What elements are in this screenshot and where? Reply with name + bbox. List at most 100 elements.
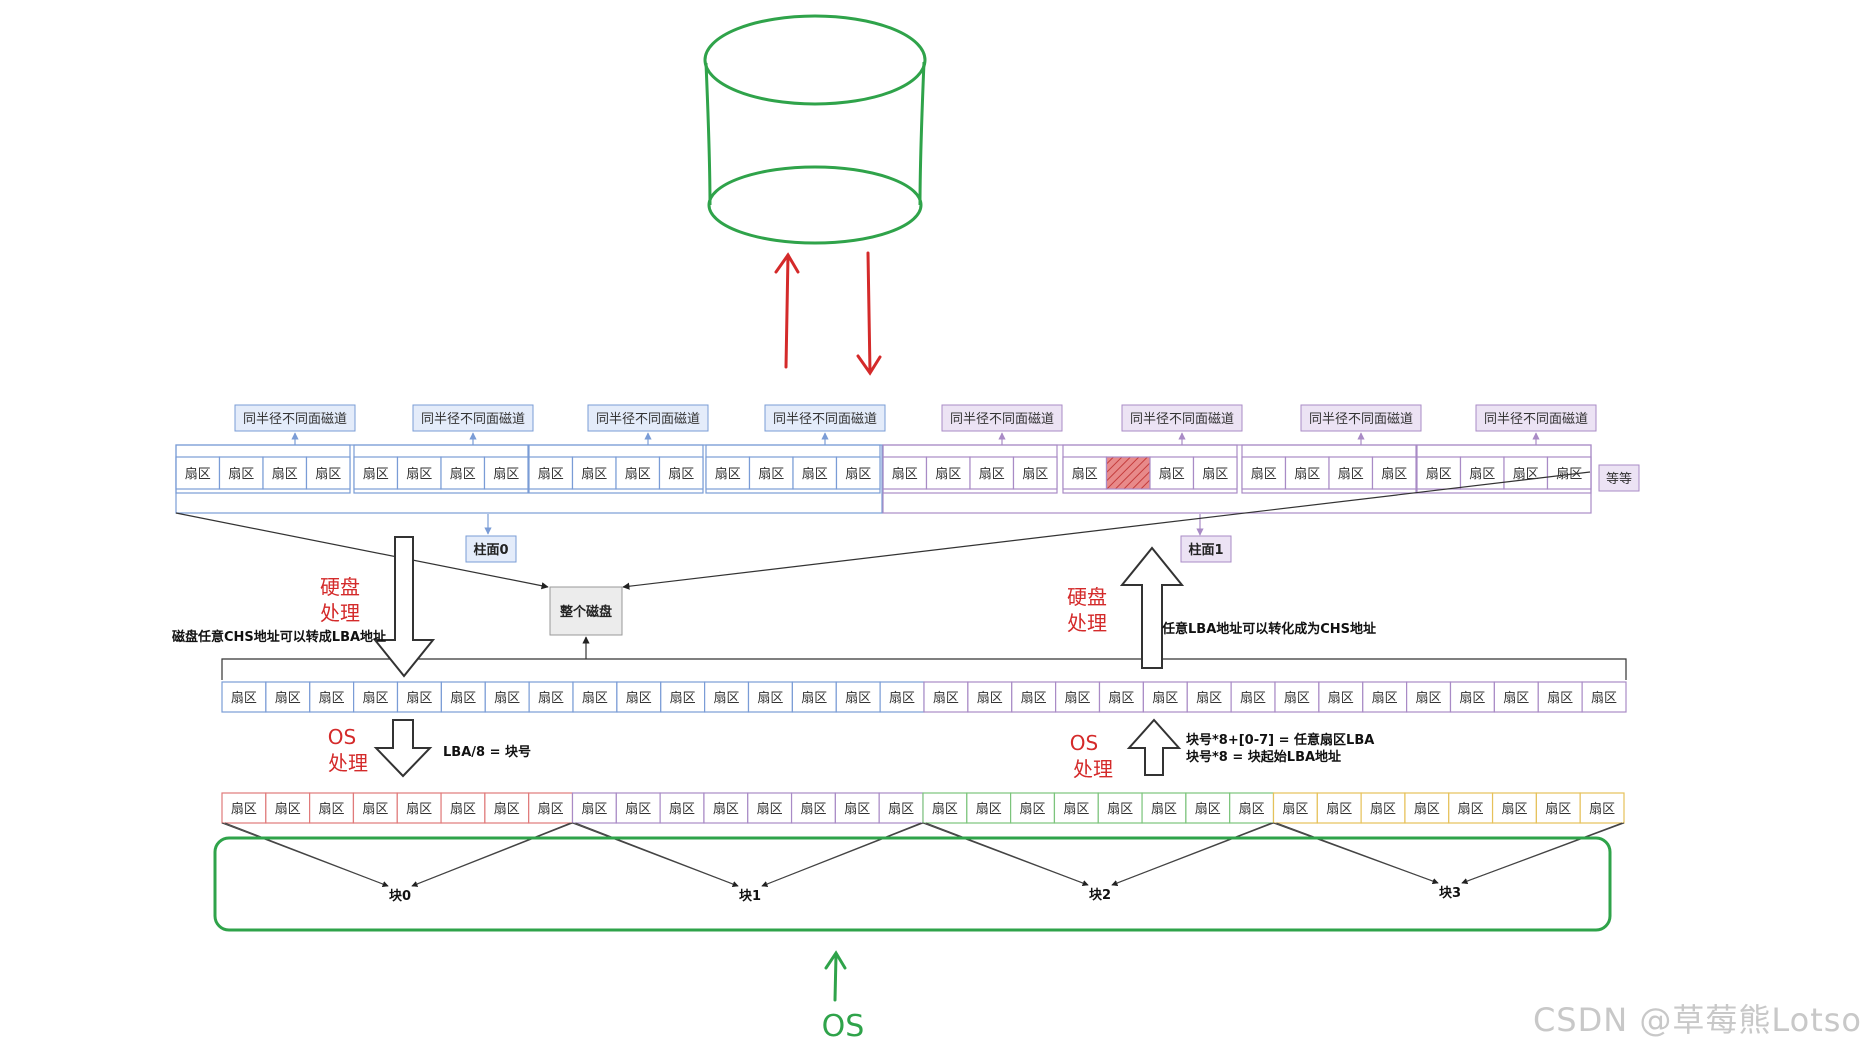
lba-sector <box>1406 681 1452 713</box>
track-label: 同半径不同面磁道 <box>1309 412 1413 427</box>
block-label: 块3 <box>1439 885 1461 901</box>
sector-label: 扇区 <box>714 690 740 706</box>
hw-process-right-1: 硬盘 <box>1067 585 1107 609</box>
sector-label: 扇区 <box>406 466 432 482</box>
sector-label: 扇区 <box>1151 801 1177 817</box>
sector-label: 扇区 <box>1022 466 1048 482</box>
track-label: 同半径不同面磁道 <box>1130 412 1234 427</box>
chs-to-lba-text: 磁盘任意CHS地址可以转成LBA地址 <box>172 629 386 645</box>
track-label-box <box>234 404 356 432</box>
lba-sector <box>923 681 969 713</box>
block-sector <box>396 792 442 824</box>
sector-label: 扇区 <box>757 801 783 817</box>
lba-sector <box>440 681 486 713</box>
sector-label: 扇区 <box>1251 466 1277 482</box>
block-fan-arrow <box>925 822 1089 886</box>
block-sector <box>484 792 530 824</box>
block-fan-arrow <box>761 822 924 887</box>
sector-label: 扇区 <box>231 801 257 817</box>
track-sector <box>1062 456 1108 490</box>
block-sector <box>1535 792 1581 824</box>
sector-label: 扇区 <box>1108 690 1134 706</box>
disk-cylinder-icon <box>703 14 927 245</box>
sector-label: 扇区 <box>1547 690 1573 706</box>
block-sector <box>1097 792 1143 824</box>
sector-label: 扇区 <box>933 690 959 706</box>
lba-sector <box>660 681 706 713</box>
track-sector <box>1284 456 1330 490</box>
os-process-left-2: 处理 <box>328 751 368 775</box>
track-label: 同半径不同面磁道 <box>243 412 347 427</box>
block-sector <box>747 792 793 824</box>
sector-label: 扇区 <box>1195 801 1221 817</box>
block-sector <box>703 792 749 824</box>
sector-label: 扇区 <box>231 690 257 706</box>
track-sector <box>925 456 971 490</box>
os-process-left-1: OS <box>328 725 356 749</box>
whole-disk-box: 整个磁盘 <box>549 586 623 636</box>
sector-label: 扇区 <box>1196 690 1222 706</box>
block-sector <box>571 792 617 824</box>
lba-sector <box>1449 681 1495 713</box>
sector-label: 扇区 <box>668 466 694 482</box>
sector-label: 扇区 <box>315 466 341 482</box>
whole-disk-label: 整个磁盘 <box>559 604 612 620</box>
track-sector <box>305 456 351 490</box>
block-sector <box>1272 792 1318 824</box>
sector-label: 扇区 <box>1459 690 1485 706</box>
os-process-right-1: OS <box>1070 731 1098 755</box>
hw-process-right-2: 处理 <box>1067 611 1107 635</box>
sector-label: 扇区 <box>1469 466 1495 482</box>
lba-sector <box>1142 681 1188 713</box>
block-sector <box>265 792 311 824</box>
block-sector <box>309 792 355 824</box>
lba-sector <box>1230 681 1276 713</box>
track-sector <box>658 456 704 490</box>
block-sector <box>1316 792 1362 824</box>
sector-label: 扇区 <box>1240 690 1266 706</box>
sector-label: 扇区 <box>625 801 651 817</box>
lba-sector <box>1274 681 1320 713</box>
track-label-box <box>412 404 534 432</box>
sector-label: 扇区 <box>275 801 301 817</box>
sector-label: 扇区 <box>1065 690 1091 706</box>
block-sector <box>1053 792 1099 824</box>
block-sector <box>221 792 267 824</box>
sector-label: 扇区 <box>1107 801 1133 817</box>
track-label: 同半径不同面磁道 <box>773 412 877 427</box>
block-fan-arrow <box>1461 822 1625 884</box>
lba-sector <box>1581 681 1627 713</box>
lba-to-chs-text: 任意LBA地址可以转化成为CHS地址 <box>1161 621 1376 637</box>
sector-label: 扇区 <box>581 801 607 817</box>
lba-sector <box>528 681 574 713</box>
hw-process-left-1: 硬盘 <box>320 575 360 599</box>
sector-label: 扇区 <box>758 466 784 482</box>
track-label-box <box>1121 404 1243 432</box>
sector-label: 扇区 <box>670 690 696 706</box>
cylinder0-box <box>465 535 517 563</box>
sector-label: 扇区 <box>801 690 827 706</box>
sector-label: 扇区 <box>1545 801 1571 817</box>
block-sector <box>1010 792 1056 824</box>
sector-label: 扇区 <box>889 690 915 706</box>
lba-sector <box>835 681 881 713</box>
cylinder0-label: 柱面0 <box>473 542 508 558</box>
track-label: 同半径不同面磁道 <box>950 412 1054 427</box>
block-sector <box>1404 792 1450 824</box>
sector-label: 扇区 <box>1589 801 1615 817</box>
sector-label: 扇区 <box>450 801 476 817</box>
sector-label: 扇区 <box>1202 466 1228 482</box>
track-sector <box>528 456 574 490</box>
track-sector <box>571 456 617 490</box>
big-arrow-up-hw <box>1119 546 1185 669</box>
block-label: 块1 <box>739 888 761 904</box>
track-sector <box>1371 456 1417 490</box>
sector-label: 扇区 <box>228 466 254 482</box>
sector-label: 扇区 <box>363 690 389 706</box>
sector-label: 扇区 <box>1370 801 1396 817</box>
track-label-box <box>587 404 709 432</box>
sector-label: 扇区 <box>1458 801 1484 817</box>
track-sector <box>1503 456 1549 490</box>
sector-label: 扇区 <box>493 466 519 482</box>
